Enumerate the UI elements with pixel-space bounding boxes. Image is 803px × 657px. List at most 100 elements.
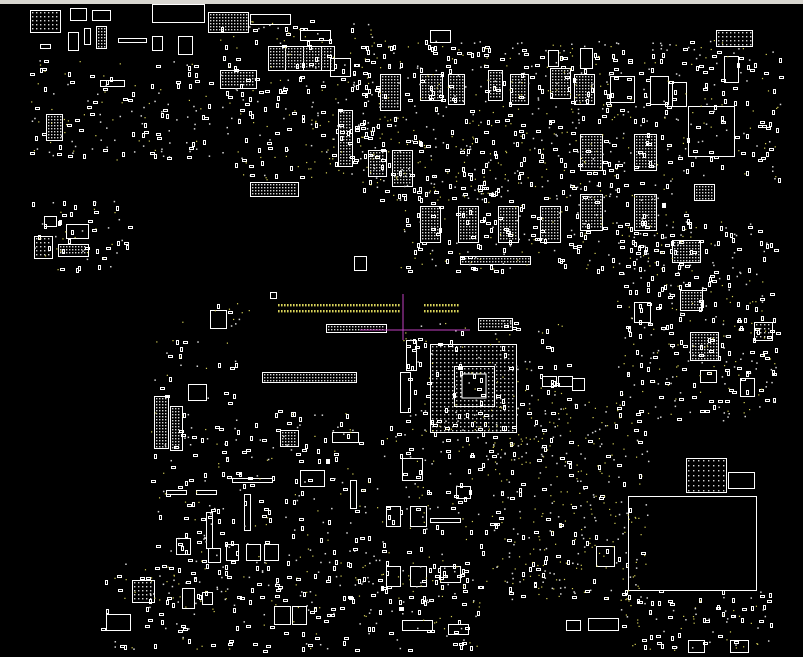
smd-part bbox=[176, 81, 181, 84]
pad bbox=[582, 241, 584, 243]
pad bbox=[332, 138, 334, 140]
pad bbox=[463, 639, 465, 641]
smd-part bbox=[372, 127, 375, 132]
smd-part bbox=[699, 307, 702, 312]
smd-part bbox=[120, 645, 125, 648]
pad bbox=[506, 65, 508, 67]
smd-part bbox=[538, 149, 541, 154]
pad bbox=[172, 340, 174, 342]
pad bbox=[679, 392, 682, 394]
pad bbox=[285, 516, 287, 519]
pad bbox=[642, 390, 644, 393]
pad bbox=[495, 468, 497, 471]
pad bbox=[603, 104, 605, 106]
pad bbox=[218, 463, 220, 465]
pad bbox=[439, 617, 441, 619]
pad bbox=[405, 486, 408, 489]
pad bbox=[256, 561, 258, 564]
smd-part bbox=[564, 264, 567, 269]
pad bbox=[495, 423, 498, 426]
pad bbox=[627, 111, 630, 113]
pad bbox=[204, 568, 206, 570]
pad bbox=[442, 115, 445, 117]
pad bbox=[693, 618, 695, 620]
pad bbox=[608, 254, 610, 256]
pad bbox=[339, 126, 342, 129]
pad bbox=[366, 127, 369, 130]
component-outline bbox=[206, 512, 213, 549]
pad bbox=[471, 520, 474, 523]
pad bbox=[220, 590, 223, 593]
shield-outline bbox=[628, 496, 757, 591]
smd-part bbox=[473, 374, 476, 379]
boardview-canvas[interactable] bbox=[0, 4, 803, 657]
pad bbox=[297, 165, 299, 168]
smd-part bbox=[406, 140, 411, 143]
smd-part bbox=[770, 293, 775, 296]
smd-part bbox=[424, 343, 427, 348]
pad bbox=[551, 455, 554, 457]
pad bbox=[184, 437, 186, 439]
smd-part bbox=[132, 132, 135, 137]
pad bbox=[286, 444, 288, 446]
pad bbox=[623, 526, 626, 529]
pad bbox=[560, 392, 563, 395]
smd-part bbox=[486, 213, 491, 216]
pad bbox=[519, 510, 521, 513]
pad bbox=[200, 108, 202, 110]
pad bbox=[542, 512, 544, 515]
pad bbox=[465, 86, 467, 88]
smd-part bbox=[484, 65, 489, 68]
pad bbox=[193, 128, 196, 130]
pad bbox=[643, 269, 646, 272]
pad bbox=[354, 37, 356, 40]
pad bbox=[170, 459, 172, 462]
pad bbox=[635, 561, 637, 563]
pad bbox=[723, 347, 725, 349]
smd-part bbox=[90, 75, 95, 78]
smd-part bbox=[682, 368, 687, 371]
smd-part bbox=[572, 187, 577, 190]
smd-part bbox=[483, 181, 486, 186]
pad bbox=[105, 84, 108, 87]
smd-part bbox=[371, 61, 376, 64]
smd-part bbox=[262, 439, 267, 442]
memory-chip-outline bbox=[580, 194, 603, 231]
pad bbox=[499, 406, 501, 409]
pad bbox=[694, 607, 697, 610]
smd-part bbox=[262, 515, 267, 518]
smd-part bbox=[629, 332, 632, 337]
smd-part bbox=[388, 515, 391, 520]
pad bbox=[518, 238, 520, 241]
pad bbox=[587, 434, 589, 436]
pad bbox=[569, 68, 571, 70]
smd-part bbox=[718, 635, 723, 638]
pad bbox=[333, 56, 335, 58]
component-outline bbox=[754, 322, 773, 341]
smd-part bbox=[661, 135, 664, 140]
smd-part bbox=[452, 596, 457, 599]
pad bbox=[583, 591, 586, 593]
pad bbox=[481, 198, 484, 201]
smd-part bbox=[347, 562, 350, 567]
pad-array bbox=[252, 184, 296, 195]
pad bbox=[571, 562, 574, 565]
pad bbox=[267, 584, 270, 587]
pad bbox=[431, 258, 434, 261]
pad bbox=[611, 119, 613, 121]
pad bbox=[511, 598, 514, 601]
component-outline bbox=[572, 378, 585, 391]
pad bbox=[689, 411, 692, 414]
smd-part bbox=[513, 452, 516, 457]
pad bbox=[74, 236, 76, 239]
component-outline bbox=[100, 80, 125, 87]
smd-part bbox=[612, 144, 617, 147]
smd-part bbox=[531, 215, 536, 218]
smd-part bbox=[647, 288, 650, 293]
smd-part bbox=[144, 123, 147, 128]
pcb-layout-drawing[interactable] bbox=[0, 4, 803, 657]
pad bbox=[511, 572, 514, 575]
smd-part bbox=[656, 261, 659, 266]
smd-part bbox=[473, 268, 478, 271]
smd-part bbox=[241, 92, 244, 97]
